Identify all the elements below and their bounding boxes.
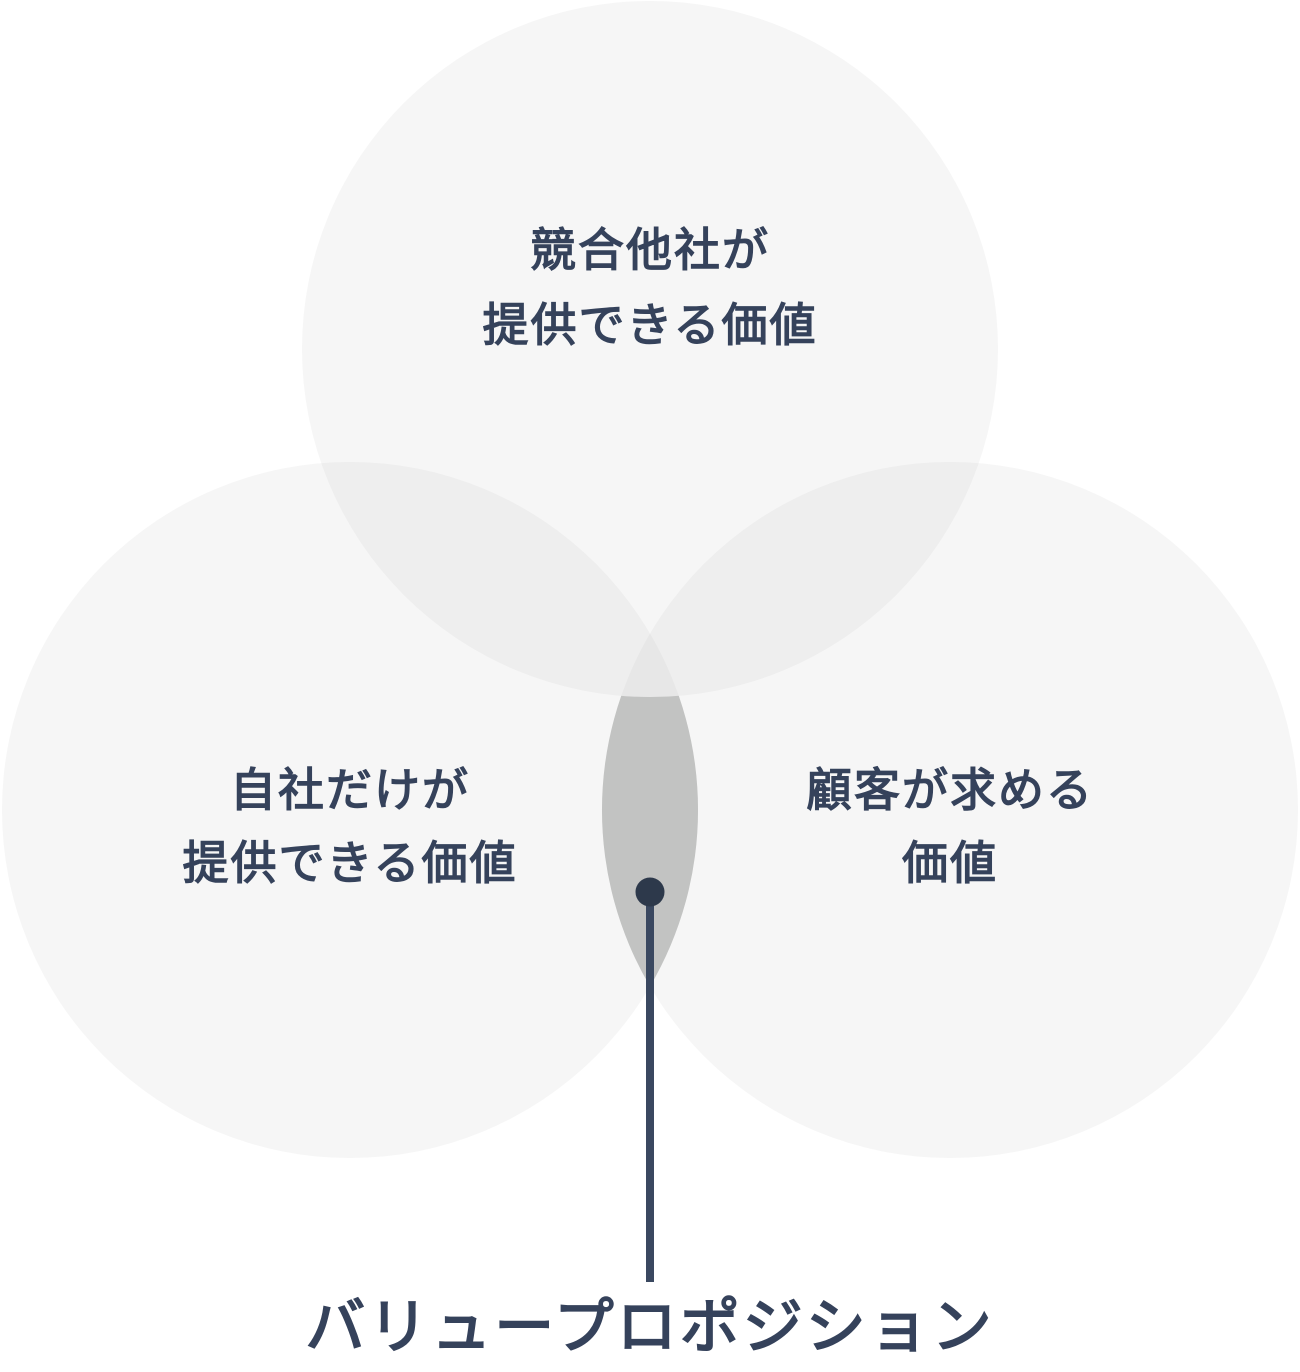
circle-competitors <box>302 1 998 697</box>
label-competitors-line1: 競合他社が <box>530 224 770 276</box>
diagram-title: バリュープロポジション <box>305 1294 994 1361</box>
label-customers-line1: 顧客が求める <box>806 764 1094 816</box>
label-company-line1: 自社だけが <box>230 764 470 816</box>
circle-customers <box>602 462 1298 1158</box>
label-customers-line2: 価値 <box>901 837 998 889</box>
value-proposition-overlap-region <box>601 633 699 987</box>
label-competitors-line2: 提供できる価値 <box>482 299 817 351</box>
overlap-marker-dot <box>635 877 665 907</box>
label-company-line2: 提供できる価値 <box>182 837 517 889</box>
circle-company <box>2 462 698 1158</box>
